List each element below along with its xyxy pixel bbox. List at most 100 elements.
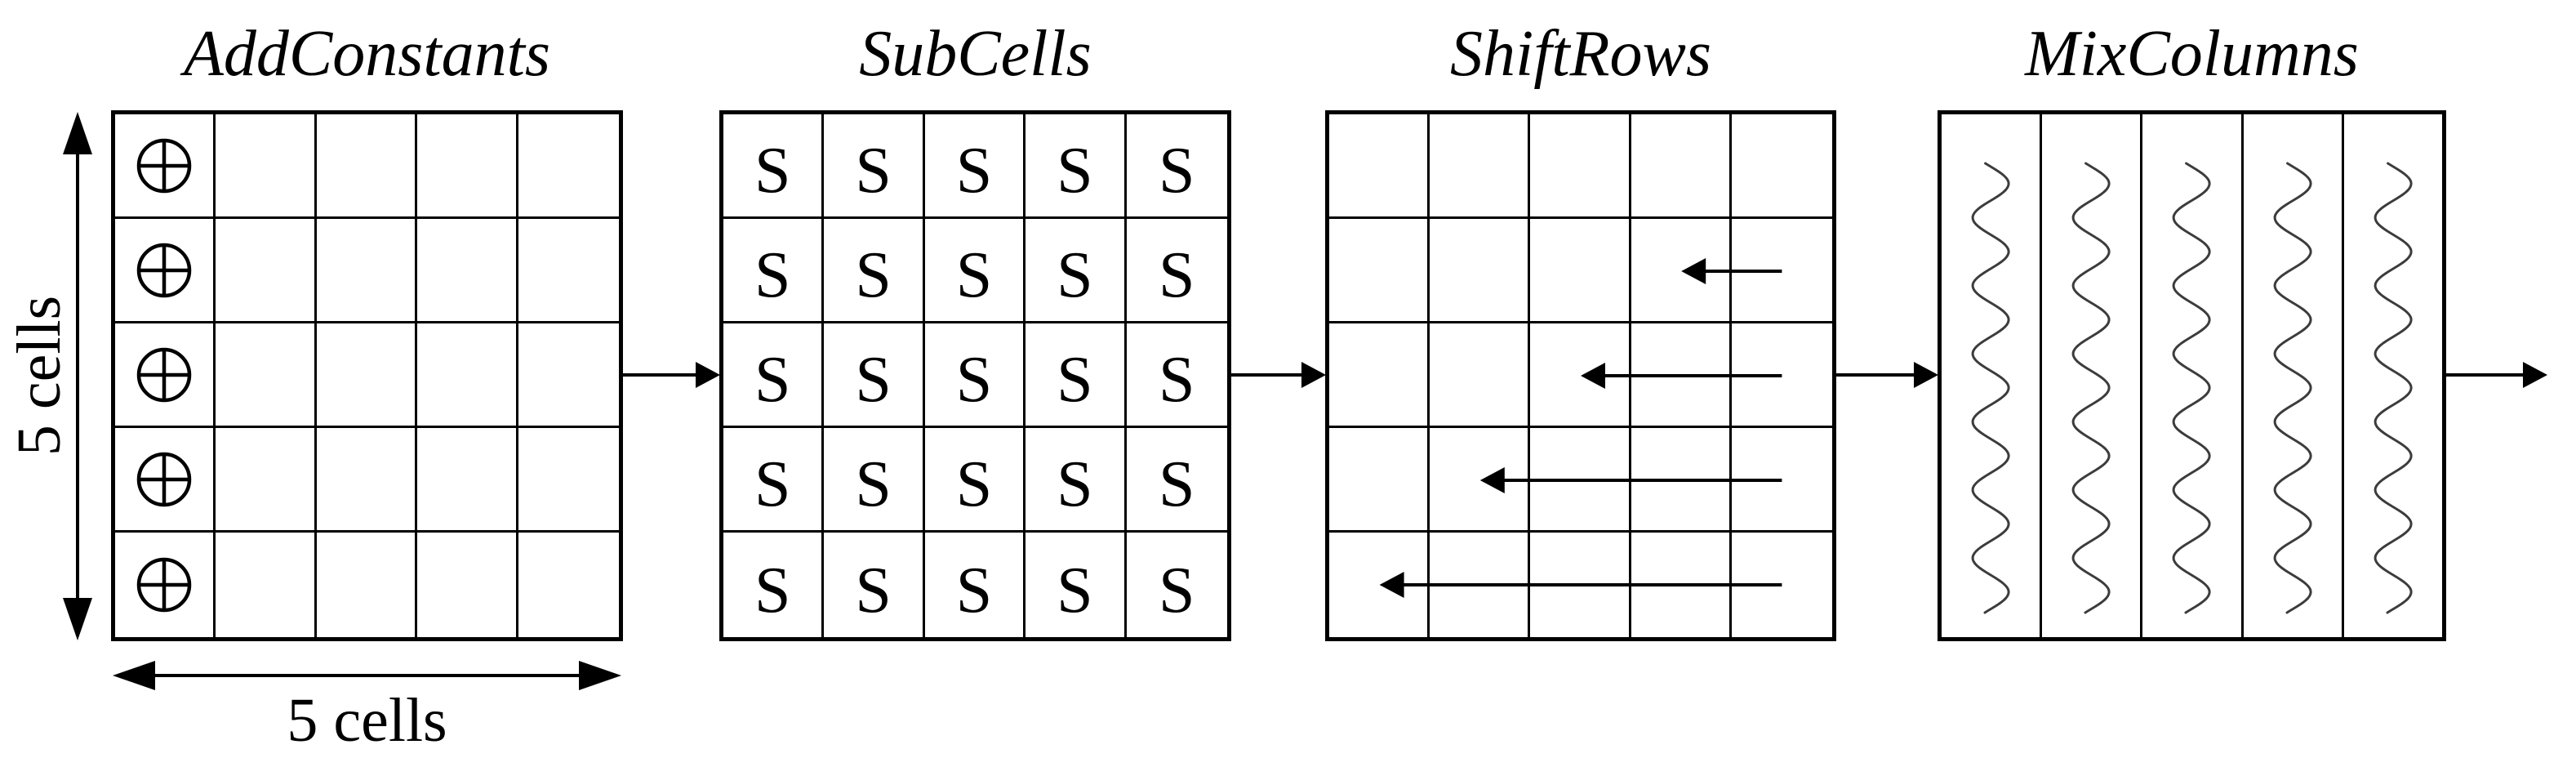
sbox-cell: S	[1026, 533, 1127, 637]
sbox-cell: S	[723, 114, 825, 219]
mix-column	[2244, 114, 2344, 637]
sbox-cell: S	[1026, 114, 1127, 219]
sbox-cell: S	[1026, 323, 1127, 428]
sbox-cell: S	[1126, 428, 1227, 533]
grid-cell	[216, 323, 317, 428]
grid-cell	[115, 114, 216, 219]
grid-cell	[316, 219, 418, 323]
sbox-cell: S	[924, 323, 1026, 428]
grid-cell	[1329, 428, 1430, 533]
sbox-cell: S	[723, 219, 825, 323]
grid-cell	[1430, 323, 1531, 428]
grid-cell	[417, 533, 518, 637]
grid-cell	[115, 219, 216, 323]
sbox-cell: S	[925, 533, 1026, 637]
sbox-cell: S	[924, 114, 1026, 219]
grid-cell	[417, 428, 518, 533]
sbox-cell: S	[1126, 219, 1227, 323]
grid-cell	[1530, 533, 1631, 637]
flow-arrow-addconstants-to-subcells	[623, 362, 720, 388]
sbox-cell: S	[723, 533, 825, 637]
grid-cell	[518, 533, 619, 637]
grid-cell	[1631, 323, 1732, 428]
grid-cell	[115, 533, 216, 637]
sbox-cell: S	[824, 428, 925, 533]
column-mix-squiggle-icon	[2273, 162, 2312, 614]
stage-title-shiftrows: ShiftRows	[1449, 18, 1712, 90]
grid-cell	[518, 114, 619, 219]
mix-column	[2344, 114, 2442, 637]
sbox-cell: S	[1159, 554, 1195, 627]
sbox-cell: S	[723, 428, 825, 533]
grid-cell	[417, 323, 518, 428]
column-mix-squiggle-icon	[2172, 162, 2212, 614]
grid-cell	[1731, 323, 1832, 428]
sbox-cell: S	[824, 323, 925, 428]
grid-cell	[1631, 428, 1732, 533]
xor-icon	[136, 557, 192, 613]
grid-cell	[216, 533, 317, 637]
flow-arrow-output	[2446, 362, 2547, 388]
sbox-cell: S	[924, 219, 1026, 323]
stage-title-addconstants: AddConstants	[184, 18, 550, 90]
sbox-cell: S	[924, 428, 1026, 533]
mixcolumns-state-grid	[1938, 110, 2446, 641]
sbox-cell: S	[1026, 219, 1127, 323]
grid-cell	[1530, 323, 1631, 428]
sbox-cell: S	[824, 533, 925, 637]
grid-cell	[1329, 533, 1430, 637]
grid-cell	[1329, 323, 1430, 428]
grid-cell	[1731, 219, 1832, 323]
grid-cell	[1430, 428, 1531, 533]
grid-cell	[518, 219, 619, 323]
grid-cell	[1530, 219, 1631, 323]
flow-arrow-subcells-to-shiftrows	[1231, 362, 1326, 388]
xor-icon	[136, 243, 192, 297]
grid-cell	[1631, 533, 1732, 637]
grid-cell	[1430, 219, 1531, 323]
grid-cell	[518, 323, 619, 428]
sbox-cell: S	[723, 323, 825, 428]
grid-cell	[316, 323, 418, 428]
sbox-cell: S	[824, 114, 925, 219]
column-mix-squiggle-icon	[2374, 162, 2413, 614]
sbox-cell: S	[1026, 428, 1127, 533]
stage-title-mixcolumns: MixColumns	[2025, 18, 2359, 90]
height-dimension-label: 5 cells	[5, 295, 73, 457]
grid-cell	[216, 428, 317, 533]
stage-title-subcells: SubCells	[859, 18, 1092, 90]
mix-column	[2142, 114, 2244, 637]
grid-cell	[518, 428, 619, 533]
shiftrows-state-grid	[1325, 110, 1836, 641]
grid-cell	[1631, 114, 1732, 219]
grid-cell	[417, 219, 518, 323]
width-dimension-label: 5 cells	[287, 686, 447, 755]
grid-cell	[1530, 428, 1631, 533]
grid-cell	[1731, 114, 1832, 219]
sbox-cell: S	[1126, 114, 1227, 219]
grid-cell	[216, 114, 317, 219]
grid-cell	[1731, 428, 1832, 533]
xor-icon	[136, 452, 192, 506]
column-mix-squiggle-icon	[2071, 162, 2111, 614]
grid-cell	[115, 323, 216, 428]
mix-column	[1942, 114, 2043, 637]
grid-cell	[1732, 533, 1832, 637]
grid-cell	[216, 219, 317, 323]
flow-arrow-shiftrows-to-mixcolumns	[1836, 362, 1938, 388]
grid-cell	[317, 533, 418, 637]
grid-cell	[316, 114, 418, 219]
sbox-cell: S	[1126, 323, 1227, 428]
grid-cell	[1430, 114, 1531, 219]
grid-cell	[1329, 219, 1430, 323]
sbox-cell: S	[824, 219, 925, 323]
grid-cell	[115, 428, 216, 533]
addconstants-state-grid	[111, 110, 623, 641]
grid-cell	[316, 428, 418, 533]
mix-column	[2042, 114, 2143, 637]
grid-cell	[417, 114, 518, 219]
xor-icon	[136, 138, 192, 193]
grid-cell	[1329, 114, 1430, 219]
